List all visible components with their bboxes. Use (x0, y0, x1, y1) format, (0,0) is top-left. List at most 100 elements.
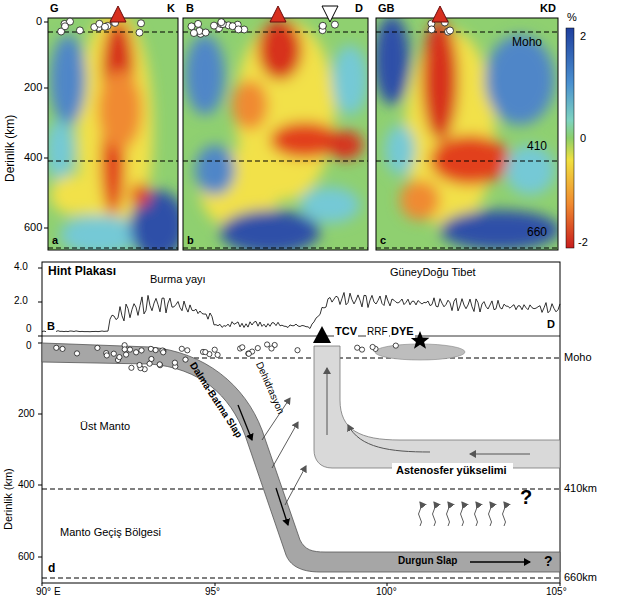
velocity-anomaly (60, 215, 140, 250)
earthquake-circle (393, 343, 398, 348)
earthquake-circle (147, 361, 152, 366)
velocity-anomaly (258, 20, 302, 80)
volcano-label: TCV (334, 325, 358, 338)
velocity-anomaly (195, 145, 235, 195)
earthquake-circle (62, 23, 69, 30)
dehydration-arrow (272, 422, 298, 468)
earthquake-circle (185, 348, 190, 353)
earthquake-circle (355, 345, 360, 350)
rising-arrow (419, 502, 422, 526)
colorbar-tick: 2 (580, 30, 586, 43)
velocity-anomaly (98, 70, 142, 150)
earthquake-circle (195, 20, 202, 27)
rising-arrow (461, 502, 464, 526)
longitude-tick: 95° (205, 586, 220, 598)
volcano-triangle (110, 6, 126, 22)
flow-arrow (470, 454, 530, 455)
earthquake-circle (122, 347, 127, 352)
layer-label: Manto Geçiş Bölgesi (60, 526, 161, 539)
topography-line (42, 293, 560, 332)
velocity-anomaly (332, 45, 368, 115)
earthquake-circle (202, 29, 209, 36)
velocity-anomaly (50, 35, 86, 125)
tick-mark (44, 22, 48, 23)
earthquake-circle (215, 352, 220, 357)
tomography-panel (48, 18, 178, 250)
depth-tick: 600 (24, 221, 42, 234)
volcano-triangle (270, 6, 286, 22)
earthquake-circle (188, 23, 195, 30)
elevation-tick: 2.0 (14, 295, 28, 307)
velocity-anomaly (185, 35, 225, 115)
discontinuity-line (48, 248, 178, 249)
profile-end-label: B (186, 2, 194, 15)
earthquake-circle (60, 346, 65, 351)
earthquake-circle (161, 350, 166, 355)
question-mark: ? (520, 486, 532, 509)
flow-arrow (327, 368, 328, 435)
earthquake-circle (203, 350, 208, 355)
tomography-panel (183, 18, 368, 250)
boundary-label: 410km (564, 482, 597, 495)
earthquake-circle (235, 26, 242, 33)
label-box: Astenosfer yükselimi (392, 463, 513, 477)
layer-label: Üst Manto (80, 420, 130, 433)
region-label: Burma yayı (150, 273, 206, 286)
earthquake-circle (428, 26, 435, 33)
axis-title: Derinlik (km) (2, 468, 15, 530)
profile-end-label: G (50, 2, 59, 15)
earthquake-circle (139, 348, 144, 353)
velocity-anomaly (485, 35, 555, 125)
rising-arrow (489, 502, 492, 526)
slab-arrow (276, 488, 288, 525)
depth-tick: 400 (24, 151, 42, 164)
boundary-label: Moho (564, 351, 592, 364)
profile-end-label: D (546, 318, 556, 331)
velocity-anomaly (440, 210, 558, 250)
velocity-anomaly (385, 125, 415, 175)
magma-lens (375, 344, 465, 360)
velocity-anomaly (220, 210, 320, 250)
earthquake-circle (319, 22, 326, 29)
volcano-triangle (313, 326, 331, 343)
panel-letter: c (380, 234, 386, 247)
earthquake-circle (129, 365, 134, 370)
depth-tick: 200 (18, 408, 35, 420)
earthquake-circle (265, 342, 270, 347)
earthquake-circle (111, 351, 116, 356)
earthquake-circle (179, 346, 184, 351)
tick-mark (215, 583, 216, 586)
flow-arrow (348, 425, 430, 452)
longitude-tick: 90° E (36, 586, 61, 598)
tick-mark (42, 583, 43, 586)
earthquake-circle (246, 351, 251, 356)
velocity-anomaly (48, 120, 74, 180)
boundary-label: 660 (527, 226, 547, 240)
upwelling-plume (314, 346, 560, 468)
earthquake-circle (157, 362, 162, 367)
earthquake-circle (124, 352, 129, 357)
depth-tick: 0 (36, 15, 42, 28)
earthquake-circle (295, 348, 300, 353)
velocity-anomaly (430, 135, 510, 185)
panel-letter: b (187, 234, 194, 247)
colorbar-tick: 0 (580, 132, 586, 145)
rising-arrow (475, 502, 478, 526)
earthquake-circle (117, 355, 122, 360)
velocity-anomaly (50, 175, 100, 215)
discontinuity-line (183, 161, 368, 162)
earthquake-circle (54, 345, 59, 350)
earthquake-circle (190, 30, 197, 37)
slab-label: Durgun Slap (398, 555, 457, 567)
colorbar-tick: -2 (578, 236, 588, 249)
longitude-tick: 105° (546, 586, 567, 598)
velocity-anomaly (376, 18, 410, 105)
panel-letter: a (52, 234, 58, 247)
earthquake-circle (447, 27, 454, 34)
earthquake-circle (211, 22, 218, 29)
colorbar (566, 28, 574, 248)
volcano-triangle (432, 6, 448, 22)
earthquake-circle (172, 360, 177, 365)
axis-title: Derinlik (km) (4, 115, 18, 182)
